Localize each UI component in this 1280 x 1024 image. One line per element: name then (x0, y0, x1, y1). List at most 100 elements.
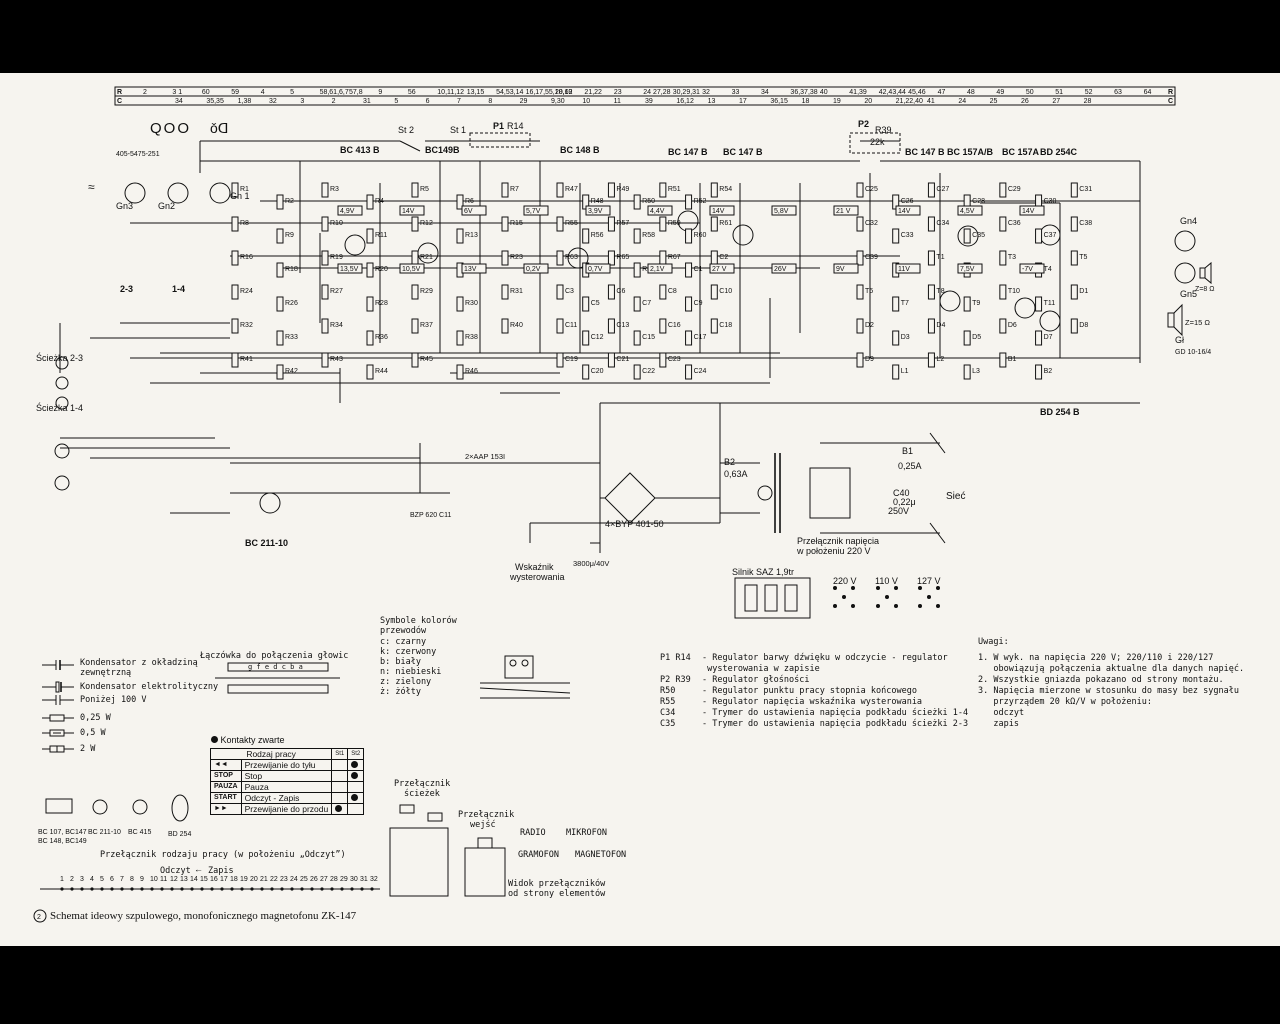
component-label: C35 (972, 232, 985, 239)
component-r24: R24 (231, 284, 253, 300)
component-label: D1 (1079, 288, 1088, 295)
ruler-r-number: 21,22 (584, 89, 602, 96)
component-label: D9 (865, 356, 874, 363)
component-r50: R50 (633, 194, 655, 210)
component-d1: D1 (1070, 284, 1088, 300)
component-r12: R12 (411, 216, 433, 232)
voltage-label: -7V (1022, 266, 1033, 273)
voltage-label: 4,5V (960, 208, 975, 215)
component-label: R7 (510, 186, 519, 193)
mode-switch-number: 19 (240, 876, 248, 883)
component-t7: T7 (892, 296, 909, 312)
component-label: C34 (936, 220, 949, 227)
component-label: R48 (591, 198, 604, 205)
component-label: R10 (330, 220, 343, 227)
component-r34: R34 (321, 318, 343, 334)
voltage-badge: 26V (771, 263, 797, 274)
ruler-c-number: 29 (520, 98, 528, 105)
component-label: R43 (330, 356, 343, 363)
component-c7: C7 (633, 296, 651, 312)
component-label: C13 (616, 322, 629, 329)
component-label: R38 (465, 334, 478, 341)
mode-switch-number: 3 (80, 876, 84, 883)
component-label: C20 (591, 368, 604, 375)
component-label: C12 (591, 334, 604, 341)
component-label: L3 (972, 368, 980, 375)
component-label: C3 (565, 288, 574, 295)
track-switch (389, 804, 449, 897)
component-t11: T11 (1035, 296, 1055, 312)
selector-contact (842, 595, 846, 599)
component-b1: B1 (999, 352, 1017, 368)
ruler-r-number: 16,17,55,18,19 (526, 89, 573, 96)
component-label: T10 (1008, 288, 1020, 295)
mode-switch-contact (350, 887, 354, 891)
mode-switch-contact (280, 887, 284, 891)
component-c23: C23 (659, 352, 681, 368)
ruler-r-number: 45,46 (908, 89, 926, 96)
selector-contact (885, 595, 889, 599)
component-r67: R67 (659, 250, 681, 266)
component-label: C6 (616, 288, 625, 295)
ruler-c-number: 24 (958, 98, 966, 105)
voltage-badge: 21 V (833, 205, 859, 216)
component-label: R67 (668, 254, 681, 261)
component-t8: T8 (927, 284, 945, 300)
selector-contact (833, 586, 837, 590)
component-label: C26 (901, 198, 914, 205)
transistor-t4 (677, 210, 699, 232)
ruler-c-number: 3 (300, 98, 304, 105)
component-label: R37 (420, 322, 433, 329)
component-d5: D5 (963, 330, 981, 346)
selector-contact (894, 604, 898, 608)
component-label: D6 (1008, 322, 1017, 329)
selector-contact (894, 586, 898, 590)
mode-switch-contact (170, 887, 174, 891)
mode-switch-contact (140, 887, 144, 891)
component-c19: C19 (556, 352, 578, 368)
mode-switch-number: 16 (210, 876, 218, 883)
component-c27: C27 (927, 182, 949, 198)
voltage-badge: 0,2V (523, 263, 549, 274)
component-d4: D4 (927, 318, 945, 334)
ruler-r-number: 3 1 (172, 89, 182, 96)
selector-contact (918, 604, 922, 608)
mode-switch-contact (290, 887, 294, 891)
ruler-r-label: R (117, 89, 122, 96)
ruler-c-number: 2 (332, 98, 336, 105)
component-r10: R10 (321, 216, 343, 232)
mode-switch-contact (230, 887, 234, 891)
component-r15: R15 (501, 216, 523, 232)
mode-switch-number: 9 (140, 876, 144, 883)
component-label: R44 (375, 368, 388, 375)
ruler-r-number: 51 (1055, 89, 1063, 96)
component-label: T7 (901, 300, 909, 307)
component-c11: C11 (556, 318, 577, 334)
mode-switch-number: 5 (100, 876, 104, 883)
component-label: R60 (694, 232, 707, 239)
component-t10: T10 (999, 284, 1020, 300)
input-connectors (54, 182, 1196, 491)
component-r16: R16 (231, 250, 253, 266)
component-label: R9 (285, 232, 294, 239)
component-label: T8 (936, 288, 944, 295)
voltage-badge: 10,5V (399, 263, 425, 274)
voltage-label: 14V (1022, 208, 1035, 215)
component-label: C33 (901, 232, 914, 239)
ruler-c-number: 39 (645, 98, 653, 105)
component-label: R2 (285, 198, 294, 205)
component-c8: C8 (659, 284, 677, 300)
component-l1: L1 (892, 364, 909, 380)
component-label: R29 (420, 288, 433, 295)
component-label: R34 (330, 322, 343, 329)
component-r2: R2 (276, 194, 294, 210)
component-label: R28 (375, 300, 388, 307)
input-symbol-icon: ≈ (88, 180, 95, 194)
ruler-c-number: 5 (394, 98, 398, 105)
mode-switch-number: 28 (330, 876, 338, 883)
component-label: L2 (936, 356, 944, 363)
mains-transformer (757, 432, 946, 544)
component-label: R51 (668, 186, 681, 193)
voltage-badge: 4,5V (957, 205, 983, 216)
